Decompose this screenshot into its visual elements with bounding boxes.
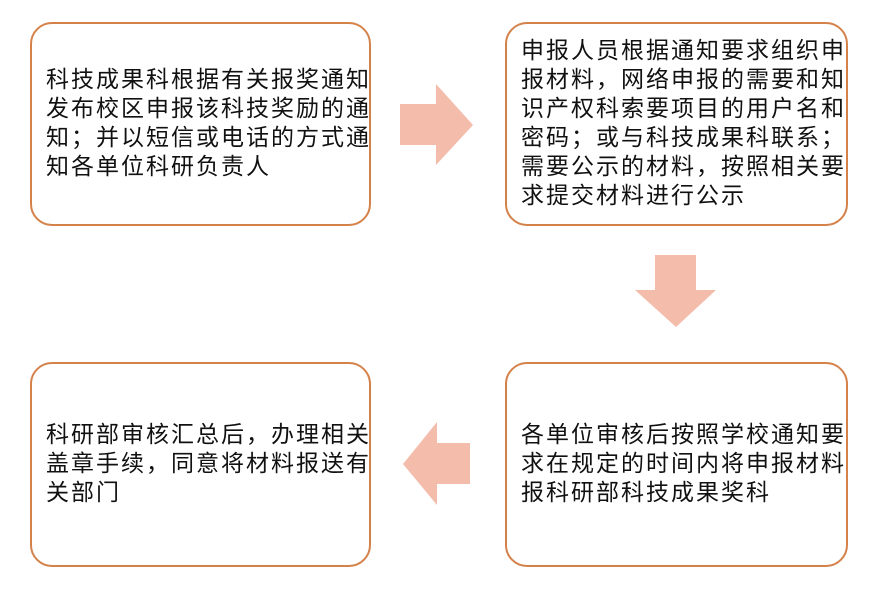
step-text-line: 各单位审核后按照学校通知要 — [521, 422, 846, 448]
step-3-box: 各单位审核后按照学校通知要 求在规定的时间内将申报材料 报科研部科技成果奖科 — [505, 362, 848, 567]
step-text-line: 科技成果科根据有关报奖通知 — [46, 67, 371, 93]
step-text-line: 需要公示的材料，按照相关要 — [521, 154, 846, 180]
step-1-box: 科技成果科根据有关报奖通知 发布校区申报该科技奖励的通 知；并以短信或电话的方式… — [30, 22, 371, 226]
step-text-line: 科研部审核汇总后，办理相关 — [46, 422, 371, 448]
step-text-line: 密码；或与科技成果科联系； — [521, 125, 846, 151]
step-text-line: 申报人员根据通知要求组织申 — [521, 38, 846, 64]
step-text-line: 报材料，网络申报的需要和知 — [521, 67, 846, 93]
step-text-line: 发布校区申报该科技奖励的通 — [46, 96, 371, 122]
step-text-line: 报科研部科技成果奖科 — [521, 480, 771, 506]
step-text-line: 求提交材料进行公示 — [521, 183, 746, 209]
step-text-line: 求在规定的时间内将申报材料 — [521, 451, 846, 477]
step-2-box: 申报人员根据通知要求组织申 报材料，网络申报的需要和知 识产权科索要项目的用户名… — [505, 22, 848, 226]
step-text-line: 关部门 — [46, 480, 121, 506]
arrow-down-icon — [635, 255, 716, 327]
arrow-left-icon — [403, 422, 470, 505]
step-text-line: 知各单位科研负责人 — [46, 154, 271, 180]
step-text-line: 知；并以短信或电话的方式通 — [46, 125, 371, 151]
step-text-line: 识产权科索要项目的用户名和 — [521, 96, 846, 122]
arrow-right-icon — [400, 84, 473, 165]
step-4-box: 科研部审核汇总后，办理相关 盖章手续，同意将材料报送有 关部门 — [30, 362, 371, 567]
step-text-line: 盖章手续，同意将材料报送有 — [46, 451, 371, 477]
